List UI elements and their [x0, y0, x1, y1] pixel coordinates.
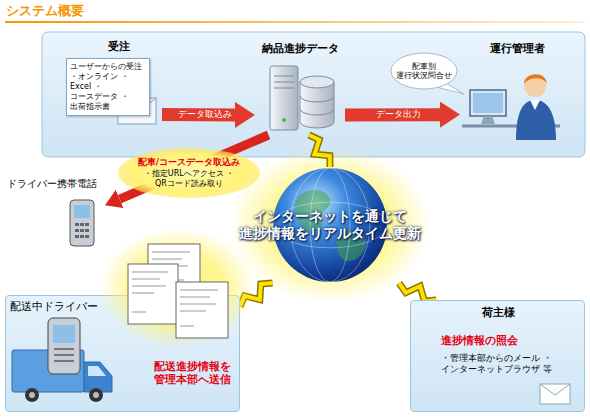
mail-envelope [540, 384, 570, 404]
driver-phone-large [53, 325, 75, 343]
speech-bubble [391, 53, 457, 89]
callout-heading: 配車/コースデータ取込み [129, 157, 249, 168]
server-icon [300, 82, 334, 128]
delivery-truck [12, 350, 112, 402]
server-icon [274, 76, 294, 77]
lightning-link [399, 283, 436, 301]
driver-phone-icon [85, 223, 89, 226]
phone-screen [152, 252, 190, 280]
lightning-outline [399, 283, 436, 301]
manager-icon [462, 74, 560, 140]
order-input: 受注ユーザーからの受注 ・オンライン ・Excel ・コースデータ ・出荷指示書 [62, 38, 162, 140]
delivery-truck [89, 388, 103, 402]
progress-database: 納品進捗データ [255, 40, 345, 135]
driver-phone-icon [80, 223, 84, 226]
phone-screen [176, 282, 228, 338]
driver-phone-icon [70, 200, 94, 246]
operations-manager: 運行管理者 [460, 40, 578, 145]
callout-body: ・指定URLへアクセス ・QRコード読み取り [129, 169, 249, 189]
driver-phone-large [48, 318, 80, 374]
panel-note: 配送進捗情報を 管理本部へ送信 [146, 360, 238, 386]
manager-icon [524, 74, 547, 84]
driver-phone-icon [80, 235, 84, 238]
bubble-text: 配車別 運行状況問合せ [395, 62, 453, 81]
delivery-truck [93, 392, 99, 398]
callout-ellipse [118, 148, 260, 198]
manager-icon [473, 93, 503, 113]
phone-screen [132, 272, 168, 312]
screen-glow [100, 228, 256, 348]
driver-phone-icon [80, 229, 84, 232]
panel-heading: 配送中ドライバー [10, 300, 98, 314]
server-icon [300, 96, 334, 115]
delivery-truck [84, 362, 112, 392]
phone-screen [128, 264, 178, 324]
import-callout: 配車/コースデータ取込み・指定URLへアクセス ・QRコード読み取り [118, 148, 260, 198]
driver-phone-icon [75, 235, 79, 238]
order-document: ユーザーからの受注 ・オンライン ・Excel ・コースデータ ・出荷指示書 [66, 58, 150, 116]
manager-icon [470, 90, 506, 116]
lightning-outline [309, 135, 330, 167]
phone-screen [176, 282, 228, 338]
delivery-truck [88, 366, 106, 376]
panel-heading: 荷主様 [411, 306, 586, 320]
mail-envelope [540, 384, 570, 404]
flow-arrow [162, 108, 235, 121]
server-icon [270, 66, 298, 130]
driver-phone-large [48, 318, 80, 374]
lightning-link [240, 283, 273, 307]
driver-phone-icon [74, 205, 90, 218]
server-icon [270, 66, 334, 130]
manager-icon [524, 75, 546, 97]
driver-mobile: ドライバー携帯電話 [5, 178, 105, 250]
driver-phone-icon [75, 229, 79, 232]
phone-screen [148, 244, 200, 306]
server-icon [274, 82, 294, 83]
title-rule [5, 21, 585, 23]
delivery-truck [29, 392, 35, 398]
server-icon [282, 118, 286, 122]
node-heading: ドライバー携帯電話 [7, 178, 97, 191]
phone-screen [128, 264, 178, 324]
server-icon [274, 88, 294, 89]
node-heading: 受注 [108, 40, 130, 54]
diagram-title: システム概要 [6, 3, 84, 19]
lightning-link [309, 135, 330, 167]
mail-envelope [540, 384, 570, 395]
inquiry-bubble: 配車別 運行状況問合せ [390, 52, 458, 90]
node-heading: 運行管理者 [490, 42, 545, 56]
internet-globe: インターネットを通じて 進捗情報をリアルタイム更新 [215, 167, 445, 283]
driver-phone-large [54, 349, 74, 361]
flow-arrow [345, 108, 440, 121]
shipper-panel: 荷主様進捗情報の照会・管理本部からのメール ・インターネットブラウザ 等 [410, 300, 585, 412]
delivery-truck [25, 388, 39, 402]
phone-screen [180, 290, 218, 326]
panel-body: ・管理本部からのメール ・インターネットブラウザ 等 [441, 353, 573, 374]
driver-phone-icon [85, 235, 89, 238]
node-heading: 納品進捗データ [255, 42, 345, 56]
driver-phone-icon [85, 229, 89, 232]
lightning-outline [240, 283, 273, 307]
delivery-truck [12, 350, 84, 392]
driver-panel: 配送中ドライバー配送進捗情報を 管理本部へ送信 [5, 295, 240, 412]
globe-text: インターネットを通じて 進捗情報をリアルタイム更新 [215, 208, 445, 243]
panel-subheading: 進捗情報の照会 [441, 334, 518, 348]
driver-phone-icon [75, 223, 79, 226]
manager-icon [516, 100, 556, 140]
phone-screen [148, 244, 200, 306]
server-icon [300, 76, 334, 88]
driver-phone-icon [70, 200, 94, 246]
manager-icon [481, 116, 495, 124]
manager-icon [462, 125, 560, 128]
manager-icon [530, 100, 540, 110]
